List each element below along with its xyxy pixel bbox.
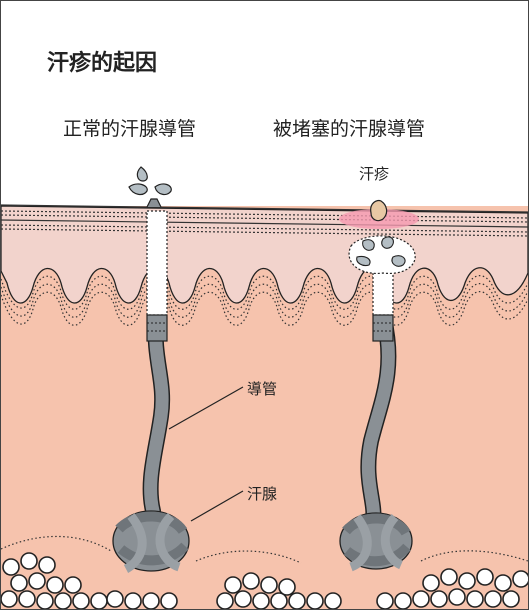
normal-sweat-gland bbox=[113, 511, 189, 571]
diagram-title: 汗疹的起因 bbox=[47, 45, 157, 77]
blocked-sweat-gland bbox=[340, 513, 412, 569]
sweat-droplet-icon bbox=[382, 237, 394, 248]
sweat-droplet-icon bbox=[129, 184, 147, 194]
duct-label: 導管 bbox=[247, 378, 277, 399]
rash-bump-icon bbox=[371, 201, 387, 221]
sweat-gland-label: 汗腺 bbox=[247, 483, 277, 504]
sweat-droplet-icon bbox=[363, 240, 375, 251]
rash-label: 汗疹 bbox=[359, 163, 389, 184]
blocked-duct-label: 被堵塞的汗腺導管 bbox=[273, 114, 425, 141]
sweat-droplet-icon bbox=[137, 167, 147, 181]
sweat-droplet-icon bbox=[155, 184, 171, 194]
normal-duct-dotted-segment bbox=[147, 211, 167, 315]
sweat-droplet-icon bbox=[392, 256, 405, 267]
blocked-duct-dotted-segment bbox=[373, 271, 393, 315]
normal-duct-label: 正常的汗腺導管 bbox=[63, 114, 196, 141]
normal-pore bbox=[147, 199, 161, 207]
